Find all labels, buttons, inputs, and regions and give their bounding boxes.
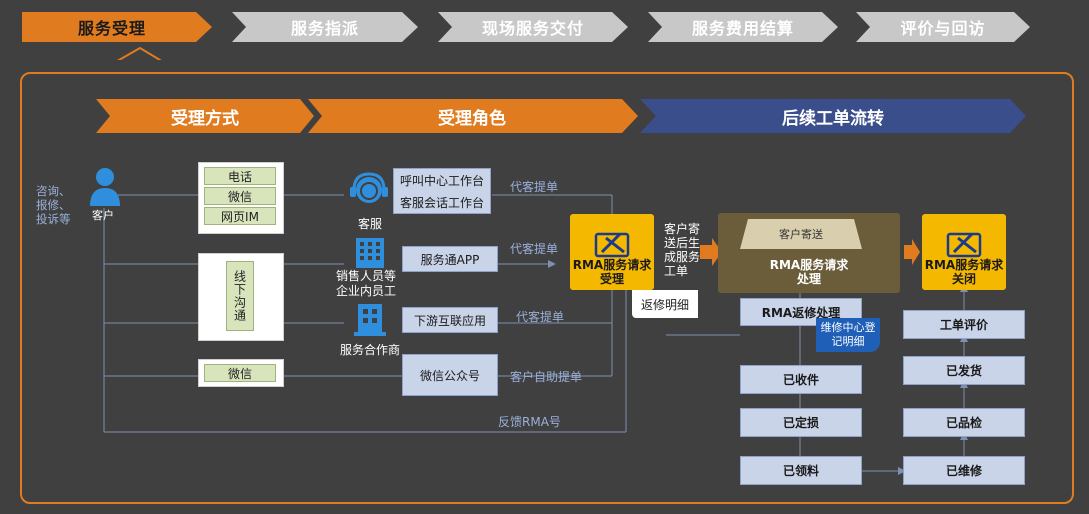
flow-qc-checked[interactable]: 已品检 xyxy=(903,408,1025,437)
customer-ship-label: 客户寄送 xyxy=(779,228,823,241)
call-center-workbench[interactable]: 呼叫中心工作台 xyxy=(399,173,484,188)
agent-workbench-box: 呼叫中心工作台 客服会话工作台 xyxy=(393,168,491,214)
flow-received[interactable]: 已收件 xyxy=(740,365,862,394)
band-headers-bg xyxy=(96,99,1026,133)
role-employee-label: 销售人员等 企业内员工 xyxy=(336,269,397,298)
role-partner-label: 服务合作商 xyxy=(340,343,401,357)
edge-proxy-submit-1: 代客提单 xyxy=(510,180,559,194)
wrench-tools-icon xyxy=(594,232,630,258)
edge-proxy-submit-2: 代客提单 xyxy=(510,242,559,256)
wrench-tools-icon xyxy=(946,232,982,258)
chat-workbench[interactable]: 客服会话工作台 xyxy=(399,195,484,210)
stage-frame xyxy=(20,72,1074,504)
step-onsite-delivery[interactable]: 现场服务交付 xyxy=(481,19,584,38)
channel-wechat: 微信 xyxy=(204,187,276,205)
step-service-dispatch[interactable]: 服务指派 xyxy=(290,19,359,38)
step-service-accept[interactable]: 服务受理 xyxy=(77,19,146,38)
step-review-followup[interactable]: 评价与回访 xyxy=(900,19,986,38)
customer-label: 客户 xyxy=(92,209,114,222)
downstream-app[interactable]: 下游互联应用 xyxy=(402,307,498,333)
channel-phone: 电话 xyxy=(204,167,276,185)
repair-center-doc[interactable]: 维修中心登 记明细 xyxy=(816,318,880,352)
customer-ship-banner-shape xyxy=(740,219,862,249)
service-app[interactable]: 服务通APP xyxy=(402,246,498,272)
rma-accept-box[interactable]: RMA服务请求 受理 xyxy=(570,214,654,290)
channel-wechat-2: 微信 xyxy=(204,364,276,382)
role-agent-label: 客服 xyxy=(358,217,383,231)
flow-repaired[interactable]: 已维修 xyxy=(903,456,1025,485)
partner-building-icon xyxy=(354,304,386,336)
rma-accept-label: RMA服务请求 受理 xyxy=(572,258,652,286)
customer-intent-text: 咨询、报修、投诉等 xyxy=(36,184,71,226)
flow-ticket-review[interactable]: 工单评价 xyxy=(903,310,1025,339)
rma-close-box[interactable]: RMA服务请求 关闭 xyxy=(922,214,1006,290)
office-building-icon xyxy=(356,238,384,268)
flow-rma-repair[interactable]: RMA返修处理 xyxy=(740,298,862,326)
edge-proxy-submit-3: 代客提单 xyxy=(516,310,565,324)
band-accept-role: 受理角色 xyxy=(438,108,506,129)
person-icon xyxy=(90,168,120,206)
edge-feedback-rma: 反馈RMA号 xyxy=(498,415,561,429)
band-followup-flow: 后续工单流转 xyxy=(782,108,884,129)
band-accept-method: 受理方式 xyxy=(171,108,239,129)
return-detail-doc[interactable]: 返修明细 xyxy=(632,290,698,318)
rma-process-label: RMA服务请求 处理 xyxy=(769,258,849,286)
edge-ship-generate: 客户寄 送后生 成服务 工单 xyxy=(664,222,701,278)
flow-damage-assessed[interactable]: 已定损 xyxy=(740,408,862,437)
step-fee-settlement[interactable]: 服务费用结算 xyxy=(691,19,794,38)
wechat-official-account[interactable]: 微信公众号 xyxy=(402,354,498,396)
channel-offline: 线下沟通 xyxy=(226,261,254,331)
step-chevrons-bg xyxy=(22,12,1030,60)
edge-self-submit: 客户自助提单 xyxy=(510,370,583,384)
headset-agent-icon xyxy=(350,172,388,203)
flow-shipped[interactable]: 已发货 xyxy=(903,356,1025,385)
flow-parts-picked[interactable]: 已领料 xyxy=(740,456,862,485)
channel-web-im: 网页IM xyxy=(204,207,276,225)
rma-close-label: RMA服务请求 关闭 xyxy=(924,258,1004,286)
